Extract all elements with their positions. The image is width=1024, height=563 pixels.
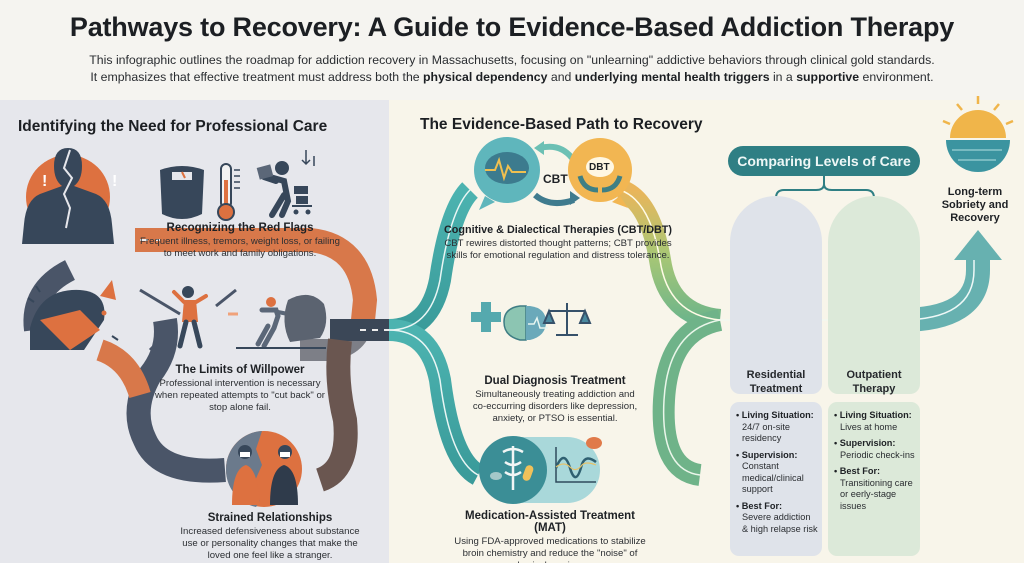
recovery-goal-label: Long-term Sobriety and Recovery — [935, 186, 1015, 225]
detail-key: Supervision: — [834, 438, 916, 450]
detail-value: Constant medical/clinical support — [742, 461, 804, 494]
mat-block: Medication-Assisted Treatment (MAT) Usin… — [450, 510, 650, 563]
head-impact-icon — [27, 280, 119, 350]
dbt-tag: DBT — [589, 162, 610, 173]
craving-wave-chart-icon — [554, 437, 602, 483]
comparing-levels-pill: Comparing Levels of Care — [728, 146, 920, 176]
relationships-description: Increased defensiveness about substance … — [180, 526, 360, 561]
dual-diagnosis-block: Dual Diagnosis Treatment Simultaneously … — [470, 375, 640, 425]
cycle-arrows-icon — [533, 141, 580, 207]
detail-value: Severe addiction & high relapse risk — [742, 512, 818, 534]
left-section-title: Identifying the Need for Professional Ca… — [18, 118, 328, 135]
subtitle-text: environment. — [859, 70, 934, 84]
detail-key: Best For: — [834, 466, 916, 478]
residential-details-card: Living Situation:24/7 on-site residency … — [730, 402, 822, 556]
cracked-body-icon: ! ! — [22, 148, 117, 244]
willpower-block: The Limits of Willpower Professional int… — [155, 364, 325, 414]
detail-value: Periodic check-ins — [840, 449, 915, 460]
detail-value: Transitioning care or eerly-stage issues — [840, 477, 913, 511]
broken-chains-icon — [139, 288, 237, 352]
subtitle-text: and — [547, 70, 575, 84]
split-couple-icon — [225, 431, 302, 507]
detail-item: Best For:Transitioning care or eerly-sta… — [834, 466, 916, 512]
header: Pathways to Recovery: A Guide to Evidenc… — [0, 0, 1024, 100]
cbt-dbt-heading: Cognitive & Dialectical Therapies (CBT/D… — [444, 224, 672, 236]
svg-text:!: ! — [42, 173, 47, 190]
subtitle-emphasis: physical dependency — [423, 70, 548, 84]
mat-description: Using FDA-approved medications to stabil… — [454, 536, 646, 563]
dual-diagnosis-heading: Dual Diagnosis Treatment — [484, 375, 626, 387]
page-title: Pathways to Recovery: A Guide to Evidenc… — [69, 12, 955, 42]
residential-name-line2: Treatment — [749, 383, 803, 395]
outpatient-name: Outpatient Therapy — [828, 368, 920, 396]
detail-key: Living Situation: — [736, 410, 818, 422]
detail-item: Living Situation:Lives at home — [834, 410, 916, 433]
brain-heartbeat-icon — [503, 305, 548, 341]
page-subtitle: This infographic outlines the roadmap fo… — [20, 52, 1004, 86]
residential-name-line1: Residential — [746, 369, 806, 381]
subtitle-line-1: This infographic outlines the roadmap fo… — [89, 53, 935, 67]
willpower-description: Professional intervention is necessary w… — [155, 378, 325, 413]
subtitle-emphasis: supportive — [796, 70, 860, 84]
outpatient-name-line1: Outpatient — [846, 369, 902, 381]
detail-value: 24/7 on-site residency — [742, 421, 791, 444]
cbt-dbt-description: CBT rewires distorted thought patterns; … — [444, 238, 672, 261]
detail-key: Best For: — [736, 501, 818, 513]
care-connector — [775, 176, 875, 199]
detail-value: Lives at home — [840, 421, 898, 432]
outpatient-name-line2: Therapy — [852, 383, 896, 395]
right-section-title: The Evidence-Based Path to Recovery — [420, 116, 703, 133]
detail-item: Living Situation:24/7 on-site residency — [736, 410, 818, 445]
detail-item: Best For:Severe addiction & high relapse… — [736, 501, 818, 536]
cbt-tag: CBT — [543, 172, 568, 186]
thermometer-icon — [217, 163, 240, 221]
relationships-heading: Strained Relationships — [207, 512, 333, 524]
goal-line3: Recovery — [950, 212, 1000, 224]
cbt-dbt-block: Cognitive & Dialectical Therapies (CBT/D… — [444, 224, 672, 262]
subtitle-emphasis: underlying mental health triggers — [574, 70, 770, 84]
residential-name: Residential Treatment — [730, 368, 822, 396]
goal-line1: Long-term — [947, 186, 1003, 198]
detail-key: Living Situation: — [834, 410, 916, 422]
struggling-person-icon — [256, 150, 315, 218]
subtitle-line-2: It emphasizes that effective treatment m… — [20, 69, 1004, 86]
detail-item: Supervision:Periodic check-ins — [834, 438, 916, 461]
subtitle-text: It emphasizes that effective treatment m… — [90, 70, 424, 84]
medical-cross-icon — [471, 302, 501, 332]
left-road — [23, 228, 389, 492]
cbt-brain-icon — [474, 137, 540, 210]
sunrise-icon — [942, 96, 1014, 172]
outpatient-details-card: Living Situation:Lives at home Supervisi… — [828, 402, 920, 556]
detail-key: Supervision: — [736, 450, 818, 462]
red-flags-block: Recognizing the Red Flags Frequent illne… — [140, 222, 340, 260]
detail-item: Supervision:Constant medical/clinical su… — [736, 450, 818, 496]
breaking-chains-person-icon — [172, 286, 208, 349]
pushing-boulder-icon — [228, 294, 327, 349]
caduceus-icon — [479, 436, 600, 504]
relationships-block: Strained Relationships Increased defensi… — [180, 512, 360, 562]
outpatient-column — [828, 196, 920, 394]
red-flags-description: Frequent illness, tremors, weight loss, … — [140, 236, 340, 259]
red-flags-heading: Recognizing the Red Flags — [166, 222, 314, 234]
scale-icon — [160, 166, 204, 219]
dual-diagnosis-description: Simultaneously treating addiction and co… — [472, 389, 638, 424]
goal-line2: Sobriety and — [941, 199, 1009, 211]
subtitle-text: in a — [769, 70, 797, 84]
willpower-heading: The Limits of Willpower — [175, 364, 305, 376]
dbt-hands-icon — [568, 138, 632, 208]
mat-heading: Medication-Assisted Treatment (MAT) — [465, 510, 635, 534]
residential-column — [730, 196, 822, 394]
balance-scale-icon — [542, 303, 592, 336]
svg-text:!: ! — [112, 173, 117, 190]
